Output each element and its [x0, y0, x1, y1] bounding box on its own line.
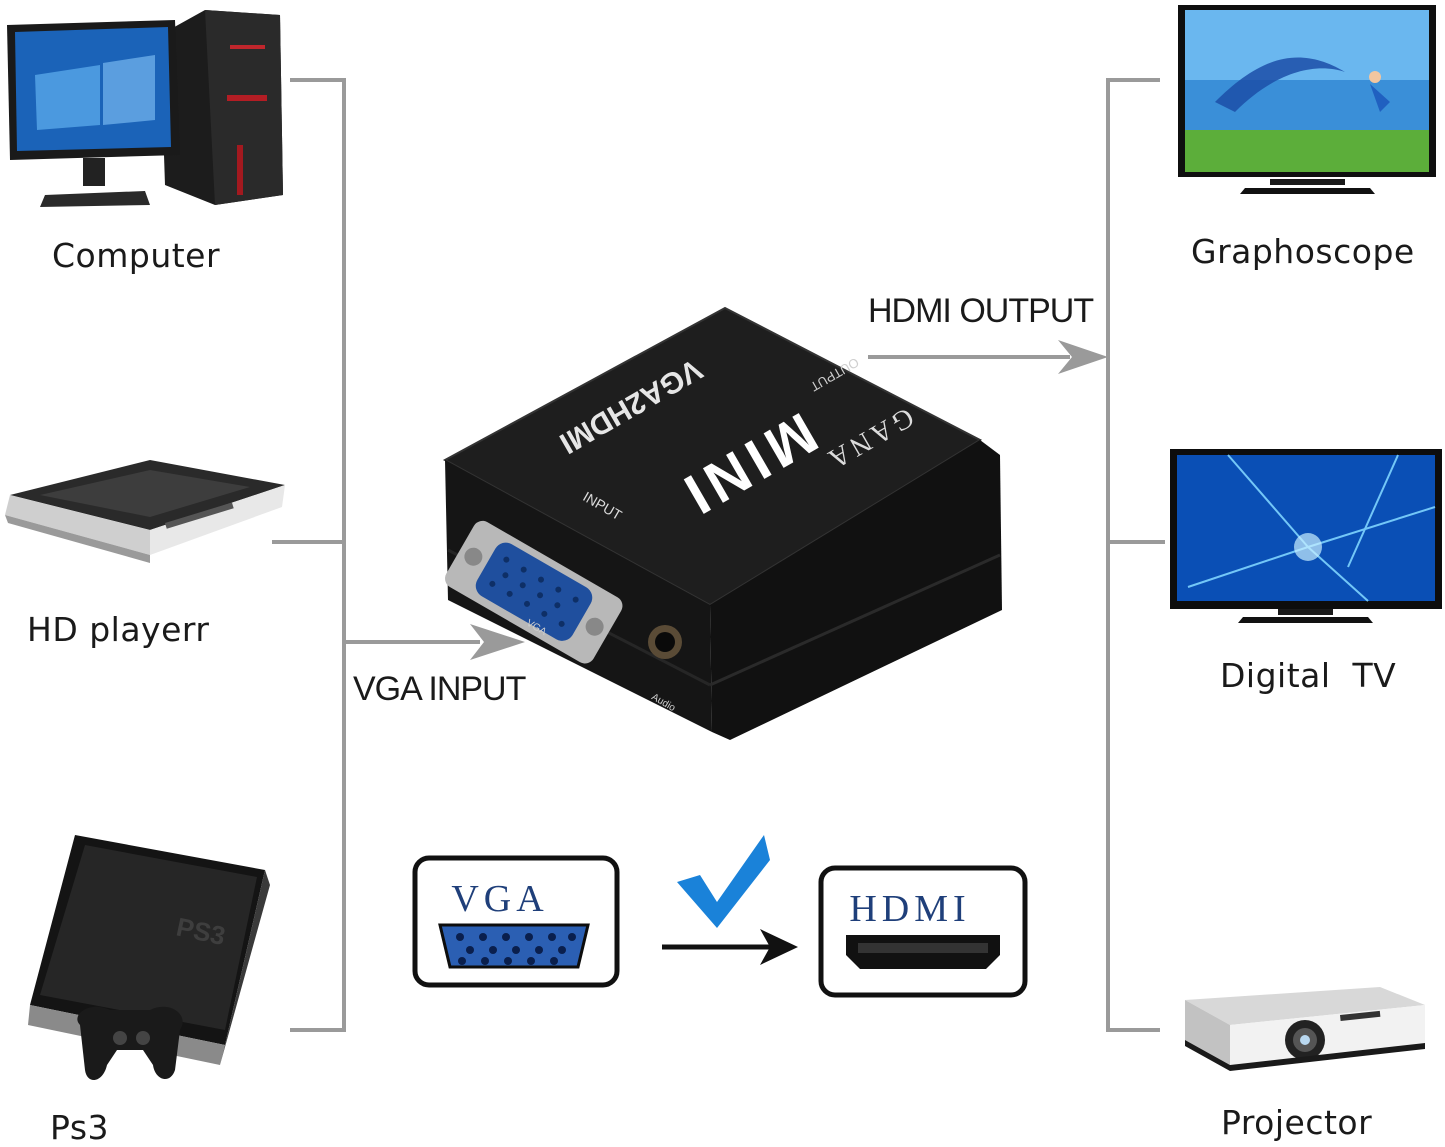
- hdmi-connector-box: HDMI: [818, 865, 1028, 998]
- conversion-arrow-icon: [662, 929, 798, 965]
- source-label-hd-player: HD playerr: [27, 610, 210, 649]
- tv-icon-digital: [1170, 449, 1442, 623]
- input-arrowhead: [470, 624, 525, 660]
- vga2hdmi-converter: VGA2HDMI MINI GANA OUTPUT INPUT VGA Audi…: [442, 306, 1002, 740]
- output-arrowhead: [1058, 340, 1108, 374]
- dvd-player-icon: [5, 460, 285, 563]
- destination-label-digital-tv: Digital TV: [1220, 656, 1397, 695]
- source-label-ps3: Ps3: [50, 1108, 110, 1147]
- vga-box-label: VGA: [451, 878, 548, 920]
- tv-icon-graphoscope: [1178, 5, 1436, 194]
- vga-connector-box: VGA: [412, 855, 620, 988]
- projector-icon: [1185, 987, 1425, 1071]
- vga-port: [445, 520, 623, 664]
- hdmi-box-label: HDMI: [849, 888, 970, 930]
- game-console-icon: PS3: [28, 835, 270, 1081]
- computer-icon: [7, 10, 283, 207]
- destination-label-graphoscope: Graphoscope: [1191, 232, 1415, 271]
- hdmi-output-label: HDMI OUTPUT: [868, 292, 1094, 330]
- check-icon: [677, 835, 770, 928]
- destination-label-projector: Projector: [1221, 1103, 1373, 1142]
- vga-input-label: VGA INPUT: [353, 670, 526, 708]
- source-label-computer: Computer: [52, 236, 221, 275]
